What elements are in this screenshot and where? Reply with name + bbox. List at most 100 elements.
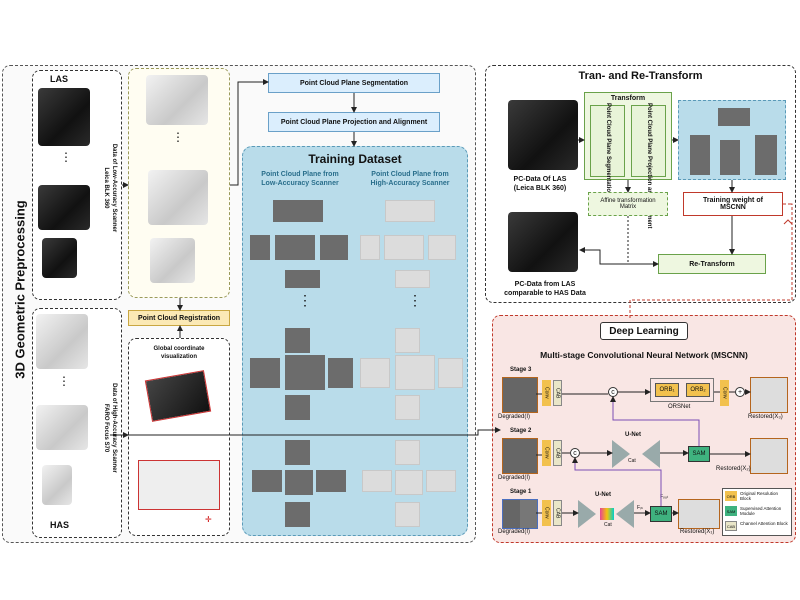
stage3-out-conv: Conv <box>720 380 729 406</box>
has-scan-bottom <box>42 465 72 505</box>
stage3-restored-label: Restored(X₃) <box>748 414 783 420</box>
has-dots: ⋮ <box>58 374 70 388</box>
transform-seg-box <box>590 105 625 177</box>
stage2-conv: Conv <box>542 440 551 466</box>
has-plane-2 <box>360 235 380 260</box>
has-plane-12 <box>362 470 392 492</box>
has-label: HAS <box>50 520 70 530</box>
training-weight-box: Training weight of MSCNN <box>683 192 783 216</box>
has-plane-9 <box>438 358 463 388</box>
mscnn-title: Multi-stage Convolutional Neural Network… <box>540 350 748 360</box>
stage2-cab: CAB <box>553 440 562 466</box>
stage3-add: + <box>735 387 745 397</box>
las-plane-13 <box>285 470 313 495</box>
has-plane-7 <box>360 358 390 388</box>
las-plane-8 <box>285 355 325 390</box>
pc-las-label: PC-Data Of LAS (Leica BLK 360) <box>495 175 585 193</box>
transform-panel-title: Tran- and Re-Transform <box>578 70 703 82</box>
pc-las-line2: (Leica BLK 360) <box>513 185 567 192</box>
stage1-cat-label: Cat <box>604 522 612 528</box>
transformed-plane-1 <box>718 108 750 126</box>
training-col1-line2: Low-Accuracy Scanner <box>261 180 339 187</box>
pc-las-building <box>508 100 578 170</box>
plane-segmentation-box: Point Cloud Plane Segmentation <box>268 73 440 93</box>
has-plane-1 <box>385 200 435 222</box>
registered-scan-middle <box>148 170 208 225</box>
pc-las-line1: PC-Data Of LAS <box>513 176 567 183</box>
registered-scan-bottom <box>150 238 195 283</box>
las-plane-5 <box>285 270 320 288</box>
stage2-restored-label: Restored(X₂) <box>716 466 751 472</box>
deep-learning-title: Deep Learning <box>600 322 688 340</box>
pc-out-line1: PC-Data from LAS <box>514 281 576 288</box>
stage3-input-image <box>502 377 538 413</box>
legend-cab-text: Channel Attention Block <box>740 521 788 526</box>
has-scan-middle <box>36 405 88 450</box>
las-plane-15 <box>285 502 310 527</box>
las-plane-10 <box>285 395 310 420</box>
registered-scan-top <box>146 75 208 125</box>
has-plane-13 <box>395 470 423 495</box>
has-plane-14 <box>426 470 456 492</box>
legend-orb-swatch: ORB <box>725 491 737 501</box>
training-dataset-title: Training Dataset <box>308 152 402 166</box>
legend-cab-swatch: CAB <box>725 521 737 531</box>
pc-output-building <box>508 212 578 272</box>
has-plane-8 <box>395 355 435 390</box>
stage2-degraded-label: Degraded(I) <box>498 475 531 481</box>
stage1-degraded-label: Degraded(I) <box>498 529 531 535</box>
axis-icon: ✛ <box>205 515 212 524</box>
las-plane-3 <box>275 235 315 260</box>
has-plane-15 <box>395 502 420 527</box>
las-plane-1 <box>273 200 323 222</box>
stage2-unet-encoder <box>612 440 630 468</box>
stage2-cat-label: Cat <box>628 458 636 464</box>
stage3-output-image <box>750 377 788 413</box>
weight-line2: MSCNN <box>720 204 746 211</box>
stage2-input-image <box>502 438 538 474</box>
las-plane-12 <box>252 470 282 492</box>
pc-output-label: PC-Data from LAS comparable to HAS Data <box>490 280 600 298</box>
las-dots: ⋮ <box>60 150 72 164</box>
transformed-plane-2 <box>690 135 710 175</box>
global-vis-bottom-render <box>138 460 220 510</box>
training-col2-header: Point Cloud Plane from High-Accuracy Sca… <box>355 170 465 188</box>
stage3-orb1: ORB₁ <box>655 383 679 397</box>
has-plane-4 <box>428 235 456 260</box>
transform-proj-box <box>631 105 666 177</box>
las-scan-bottom <box>42 238 77 278</box>
las-plane-4 <box>320 235 348 260</box>
legend-orb-text: Original Resolution Block <box>740 491 779 501</box>
stage2-unet-label: U-Net <box>625 432 641 438</box>
stage1-fin-label: Fᵢₙ <box>637 505 643 511</box>
has-plane-11 <box>395 440 420 465</box>
stage2-label: Stage 2 <box>510 428 532 434</box>
global-vis-line1: Global coordinate <box>153 346 205 352</box>
has-planes-dots: ⋮ <box>408 292 422 308</box>
registered-dots: ⋮ <box>172 130 184 144</box>
weight-line1: Training weight of <box>703 197 763 204</box>
las-plane-2 <box>250 235 270 260</box>
has-scan-top <box>36 314 88 369</box>
global-vis-line2: visualization <box>160 354 197 360</box>
stage1-label: Stage 1 <box>510 489 532 495</box>
training-col2-line1: Point Cloud Plane from <box>371 171 449 178</box>
global-vis-label: Global coordinate visualization <box>130 345 228 361</box>
las-plane-7 <box>250 358 280 388</box>
has-plane-10 <box>395 395 420 420</box>
stage2-unet-decoder <box>642 440 660 468</box>
affine-line2: Matrix <box>619 204 637 210</box>
stage1-unet-label: U-Net <box>595 492 611 498</box>
las-plane-14 <box>316 470 346 492</box>
transformed-plane-3 <box>720 140 740 175</box>
stage1-cab: CAB <box>553 500 562 526</box>
las-planes-dots: ⋮ <box>298 292 312 308</box>
transformed-plane-4 <box>755 135 777 175</box>
stage1-restored-label: Restored(X₁) <box>680 529 715 535</box>
affine-line1: Affine transformation <box>600 198 656 204</box>
stage1-unet-decoder <box>616 500 634 528</box>
stage1-input-image <box>502 499 538 529</box>
legend-sam-text: Supervised Attention Module <box>740 506 782 516</box>
stage3-conv: Conv <box>542 380 551 406</box>
